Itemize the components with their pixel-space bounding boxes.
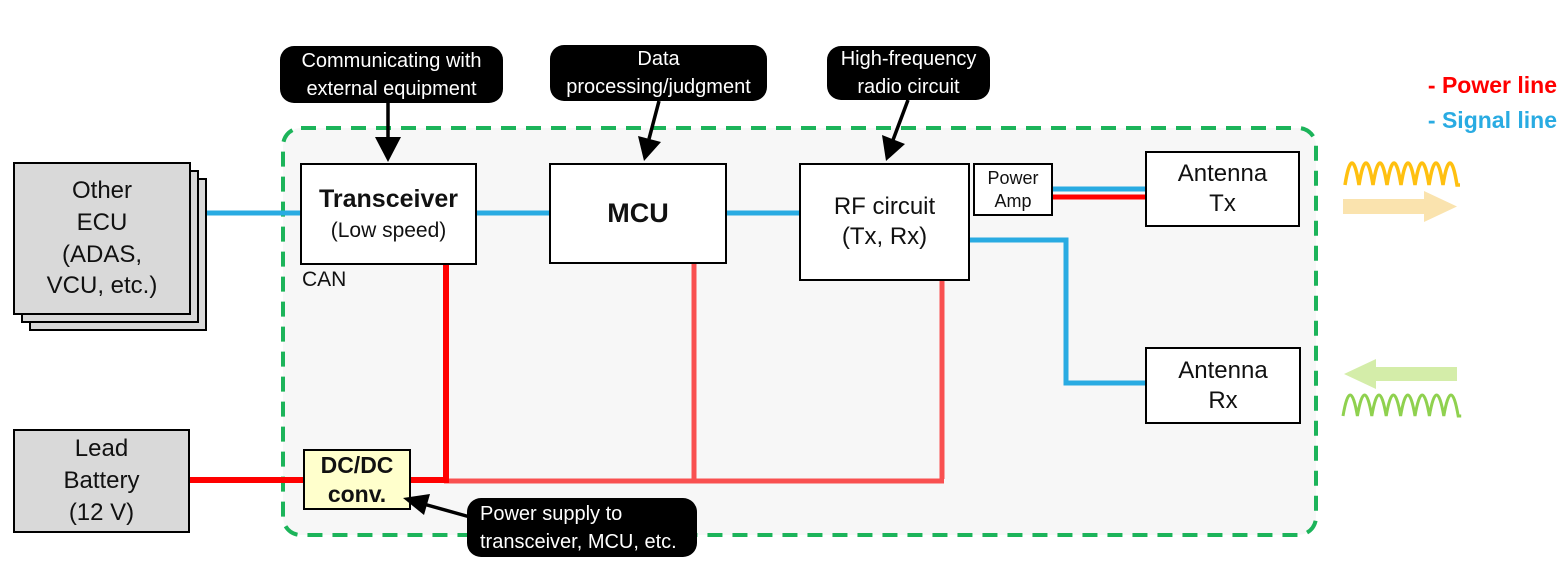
callout-dcdc-arrowhead-icon	[403, 494, 430, 515]
transceiver-subtitle: (Low speed)	[330, 218, 447, 242]
dcdc-converter-box: DC/DC conv.	[303, 449, 411, 510]
callout-transceiver-text: Communicating with external equipment	[301, 49, 482, 100]
antenna-tx-box: Antenna Tx	[1145, 151, 1300, 227]
mcu-box: MCU	[549, 163, 727, 264]
callout-dcdc-arrow	[419, 501, 471, 519]
callout-rf-text: High-frequency radio circuit	[840, 48, 977, 98]
dcdc-converter-label: DC/DC conv.	[320, 451, 394, 507]
rx-direction-arrow-icon	[1344, 359, 1457, 389]
antenna-rx-label: Antenna Rx	[1178, 356, 1268, 414]
callout-dcdc: Power supply to transceiver, MCU, etc.	[467, 498, 697, 557]
callout-mcu-text: Data processing/judgment	[566, 48, 751, 98]
lead-battery-box: Lead Battery (12 V)	[13, 429, 190, 533]
lead-battery-label: Lead Battery (12 V)	[63, 435, 140, 526]
transceiver-title: Transceiver	[319, 185, 458, 214]
mcu-label: MCU	[607, 197, 669, 228]
rf-antenna-rx-signal-line	[968, 237, 1147, 386]
callout-mcu-arrow	[647, 100, 661, 140]
callout-mcu-arrowhead-icon	[638, 136, 661, 161]
other-ecu-label: Other ECU (ADAS, VCU, etc.)	[46, 177, 158, 300]
legend: - Power line - Signal line	[1428, 68, 1557, 138]
other-ecu-box: Other ECU (ADAS, VCU, etc.)	[13, 162, 191, 315]
legend-power-line: - Power line	[1427, 72, 1557, 98]
antenna-tx-label: Antenna Tx	[1177, 160, 1268, 217]
module-enclosure	[281, 126, 1318, 537]
callout-mcu: Data processing/judgment	[550, 45, 767, 101]
callout-rf: High-frequency radio circuit	[827, 46, 990, 100]
legend-signal-line: - Signal line	[1427, 107, 1557, 133]
callout-transceiver-arrowhead-icon	[375, 137, 401, 162]
antenna-rx-box: Antenna Rx	[1145, 347, 1301, 424]
power-amp-label: Power Amp	[987, 168, 1039, 211]
rx-radio-wave-icon	[1341, 393, 1462, 418]
rf-circuit-box: RF circuit (Tx, Rx)	[799, 163, 970, 281]
callout-transceiver: Communicating with external equipment	[280, 46, 503, 103]
callout-rf-arrow	[891, 99, 910, 141]
can-bus-label: CAN	[302, 268, 347, 291]
callout-rf-arrowhead-icon	[882, 135, 905, 161]
power-amp-box: Power Amp	[973, 163, 1053, 216]
tx-direction-arrow-icon	[1343, 191, 1457, 222]
callout-dcdc-text: Power supply to transceiver, MCU, etc.	[480, 502, 677, 553]
transceiver-box: Transceiver (Low speed)	[300, 163, 477, 265]
tx-radio-wave-icon	[1343, 161, 1460, 187]
rf-circuit-label: RF circuit (Tx, Rx)	[833, 193, 936, 250]
